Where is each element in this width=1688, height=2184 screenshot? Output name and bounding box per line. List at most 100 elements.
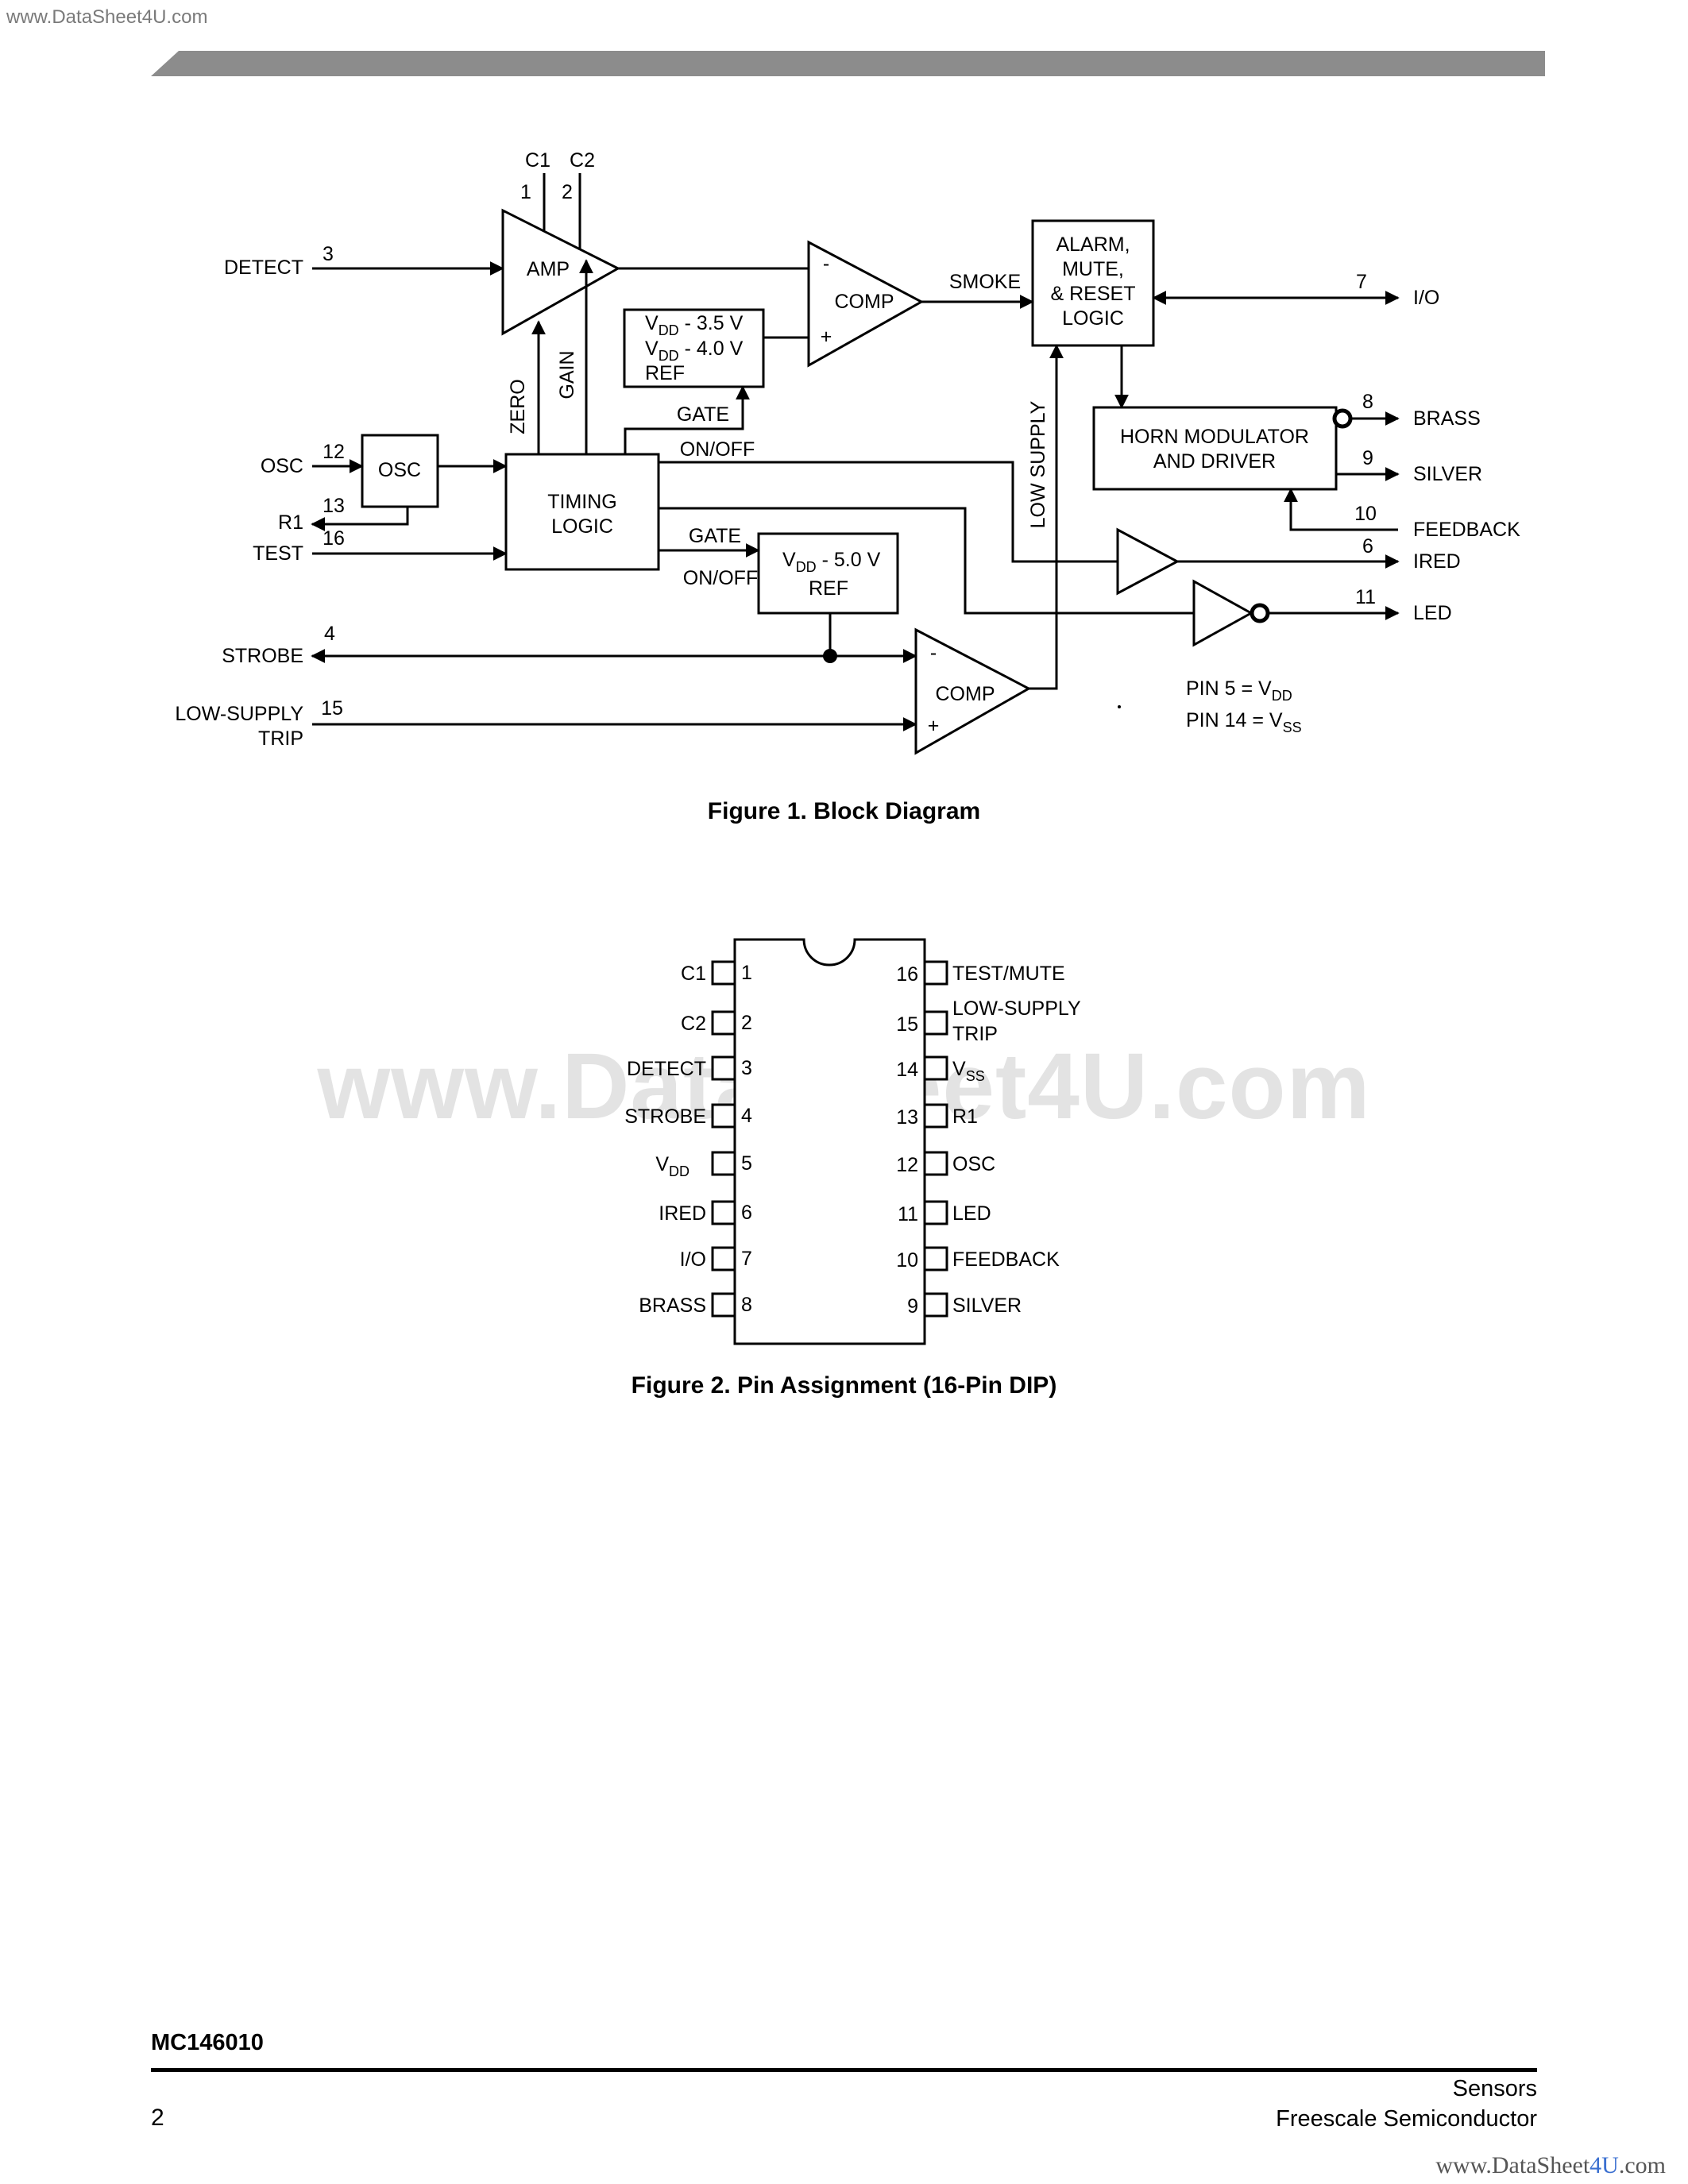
pin-row: 10 FEEDBACK — [896, 1246, 1060, 1271]
pin-name: TRIP — [952, 1023, 998, 1045]
pin-name: BRASS — [639, 1295, 706, 1317]
pin-pad — [711, 960, 736, 986]
pin-row: 1C1 — [681, 960, 752, 986]
pin-name: DETECT — [627, 1058, 706, 1080]
pin-number: 16 — [896, 963, 918, 986]
pin-pad — [923, 960, 948, 986]
svg-text:ON/OFF: ON/OFF — [680, 438, 755, 461]
pin-number: 2 — [741, 1012, 752, 1034]
pin-number: 4 — [741, 1105, 752, 1127]
page-number: 2 — [151, 2105, 164, 2131]
svg-text:GATE: GATE — [677, 403, 729, 426]
svg-text:VDD - 4.0 V: VDD - 4.0 V — [645, 338, 744, 364]
pin-name: LOW-SUPPLY — [952, 997, 1081, 1020]
pin-number: 15 — [896, 1013, 918, 1036]
svg-text:6: 6 — [1362, 535, 1373, 558]
osc-block-label: OSC — [378, 459, 421, 481]
pin-number: 8 — [741, 1294, 752, 1316]
pin-pad — [711, 1103, 736, 1129]
svg-text:PIN 5 = VDD: PIN 5 = VDD — [1186, 677, 1292, 704]
pin-row: 8 BRASS — [639, 1292, 752, 1318]
pin-number: 7 — [741, 1248, 752, 1270]
pin-name: TEST/MUTE — [952, 963, 1065, 985]
pin-name: LED — [952, 1202, 991, 1225]
svg-text:16: 16 — [323, 527, 345, 550]
svg-text:GAIN: GAIN — [556, 350, 578, 399]
strobe-junction — [823, 649, 837, 663]
pin-row: 12 OSC — [896, 1151, 995, 1176]
alarm-logic-block — [1031, 219, 1155, 347]
pin-pad — [923, 1010, 948, 1036]
ref1-block — [623, 308, 765, 388]
svg-text:& RESET: & RESET — [1051, 283, 1136, 305]
pin-name: C2 — [681, 1013, 706, 1035]
pin-pad — [711, 1055, 736, 1081]
pin-number: 3 — [741, 1057, 752, 1079]
svg-text:ZERO: ZERO — [507, 379, 529, 434]
pin-number: 10 — [896, 1249, 918, 1271]
svg-text:VDD - 3.5 V: VDD - 3.5 V — [645, 312, 744, 338]
pin-number: 6 — [741, 1202, 752, 1224]
pin-row: 5 VDD — [655, 1151, 752, 1179]
pin-name: I/O — [680, 1248, 706, 1271]
pin-pad — [923, 1151, 948, 1176]
pin-assignment-diagram: 1C12C23DETECT4STROBE5VDD6IRED7I/O8BRASS … — [624, 938, 1081, 1345]
timing-logic-block — [504, 453, 660, 571]
svg-text:TRIP: TRIP — [258, 727, 303, 750]
svg-text:R1: R1 — [278, 511, 303, 534]
comp1-block — [807, 240, 925, 368]
pin-pad — [923, 1292, 948, 1318]
ired-buffer — [1116, 527, 1180, 596]
svg-text:SMOKE: SMOKE — [949, 271, 1021, 293]
pin-pad — [923, 1246, 948, 1271]
pin-name: C1 — [681, 963, 706, 985]
pin-name: VDD — [655, 1153, 689, 1179]
svg-text:GATE: GATE — [689, 525, 741, 547]
pin-pad — [923, 1103, 948, 1129]
pin-number: 5 — [741, 1152, 752, 1175]
horn-driver-block — [1092, 406, 1338, 491]
header-bar — [151, 51, 1545, 76]
pin-number: 12 — [896, 1154, 918, 1176]
svg-text:HORN MODULATOR: HORN MODULATOR — [1120, 426, 1309, 448]
pin-name: VSS — [952, 1058, 985, 1084]
pin-row: 16 TEST/MUTE — [896, 960, 1065, 986]
ref2-block — [757, 532, 899, 615]
footer-part-number: MC146010 — [151, 2030, 264, 2055]
footer-category: Sensors — [1452, 2076, 1537, 2101]
svg-text:11: 11 — [1355, 586, 1376, 608]
figure-1-caption: Figure 1. Block Diagram — [707, 798, 981, 824]
svg-text:REF: REF — [645, 362, 685, 384]
svg-text:TIMING: TIMING — [547, 491, 617, 513]
pin-pad — [711, 1010, 736, 1036]
svg-text:7: 7 — [1356, 271, 1367, 293]
svg-text:DETECT: DETECT — [224, 257, 303, 279]
pin-name: FEEDBACK — [952, 1248, 1060, 1271]
svg-text:ALARM,: ALARM, — [1056, 233, 1130, 256]
svg-text:LED: LED — [1413, 602, 1452, 624]
pin-row: 2 C2 — [681, 1010, 752, 1036]
pin-number: 13 — [896, 1106, 918, 1129]
pin-name: R1 — [952, 1106, 978, 1128]
svg-text:FEEDBACK: FEEDBACK — [1413, 519, 1520, 541]
svg-text:VDD - 5.0 V: VDD - 5.0 V — [782, 549, 881, 575]
svg-text:12: 12 — [323, 441, 345, 463]
svg-text:4: 4 — [324, 623, 335, 645]
pin-pad — [711, 1151, 736, 1176]
svg-text:-: - — [930, 642, 937, 664]
block-diagram: AMP COMP COMP - + - + OSC TIMING LOGIC A… — [175, 149, 1520, 755]
watermark-top-link[interactable]: www.DataSheet4U.com — [6, 6, 208, 28]
svg-text:C1: C1 — [525, 149, 550, 172]
pin-name: STROBE — [624, 1106, 706, 1128]
pin-name: OSC — [952, 1153, 995, 1175]
svg-text:3: 3 — [323, 243, 334, 265]
comp1-label: COMP — [835, 291, 894, 313]
svg-text:-: - — [823, 253, 829, 275]
pin-row: 7 I/O — [680, 1246, 752, 1271]
footer-company: Freescale Semiconductor — [1276, 2106, 1537, 2132]
watermark-bottom-link[interactable]: www.DataSheet4U.com — [1435, 2152, 1666, 2178]
pin-row: 3 DETECT — [627, 1055, 752, 1081]
